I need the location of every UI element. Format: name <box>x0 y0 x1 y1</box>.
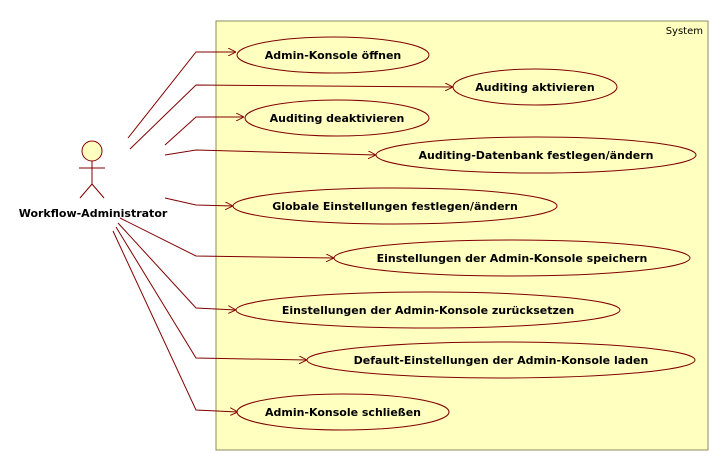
use-case-ellipse <box>244 99 430 137</box>
associations <box>112 52 453 412</box>
use-case-admin-konsole-oeffnen[interactable]: Admin-Konsole öffnen <box>236 36 430 74</box>
use-case-auditing-deaktivieren[interactable]: Auditing deaktivieren <box>244 99 430 137</box>
use-case-label: Auditing deaktivieren <box>270 112 405 125</box>
use-case-auditing-datenbank-festlegen[interactable]: Auditing-Datenbank festlegen/ändern <box>375 136 697 174</box>
use-case-ellipse <box>333 239 691 277</box>
use-case-label: Admin-Konsole schließen <box>265 406 421 419</box>
use-case-label: Einstellungen der Admin-Konsole speicher… <box>377 252 648 265</box>
actor-right-leg <box>91 183 105 199</box>
actor-head <box>81 140 103 162</box>
association-auditing-aktivieren <box>129 85 453 150</box>
stick-figure-icon <box>79 140 105 199</box>
use-case-label: Auditing aktivieren <box>475 81 594 94</box>
use-case-globale-einstellungen-festlegen[interactable]: Globale Einstellungen festlegen/ändern <box>232 187 558 225</box>
use-case-ellipse <box>232 187 558 225</box>
association-admin-konsole-oeffnen <box>127 52 236 139</box>
use-case-default-einstellungen-laden[interactable]: Default-Einstellungen der Admin-Konsole … <box>306 341 696 379</box>
use-case-einstellungen-speichern[interactable]: Einstellungen der Admin-Konsole speicher… <box>333 239 691 277</box>
association-default-einstellungen-laden <box>115 226 307 360</box>
use-case-label: Admin-Konsole öffnen <box>265 49 402 62</box>
association-globale-einstellungen-festlegen <box>164 197 233 206</box>
use-case-ellipse <box>306 341 696 379</box>
use-case-ellipse <box>236 393 450 431</box>
association-auditing-deaktivieren <box>164 117 244 146</box>
use-case-label: Globale Einstellungen festlegen/ändern <box>272 200 518 213</box>
use-case-label: Default-Einstellungen der Admin-Konsole … <box>354 354 649 367</box>
use-case-ellipse <box>452 68 618 106</box>
association-admin-konsole-schliessen <box>112 230 238 412</box>
use-case-label: Einstellungen der Admin-Konsole zurückse… <box>282 304 574 317</box>
actor-label: Workflow-Administrator <box>19 207 168 220</box>
use-case-ellipse <box>235 291 621 329</box>
use-case-ellipse <box>375 136 697 174</box>
use-case-label: Auditing-Datenbank festlegen/ändern <box>419 149 654 162</box>
actor-left-leg <box>79 183 93 199</box>
association-einstellungen-speichern <box>119 217 334 258</box>
system-label: System <box>666 26 703 37</box>
actor-workflow-administrator[interactable]: Workflow-Administrator <box>19 140 168 220</box>
use-case-auditing-aktivieren[interactable]: Auditing aktivieren <box>452 68 618 106</box>
association-einstellungen-zuruecksetzen <box>117 222 236 310</box>
use-case-admin-konsole-schliessen[interactable]: Admin-Konsole schließen <box>236 393 450 431</box>
use-case-einstellungen-zuruecksetzen[interactable]: Einstellungen der Admin-Konsole zurückse… <box>235 291 621 329</box>
use-case-ellipse <box>236 36 430 74</box>
association-auditing-datenbank-festlegen <box>164 149 376 155</box>
